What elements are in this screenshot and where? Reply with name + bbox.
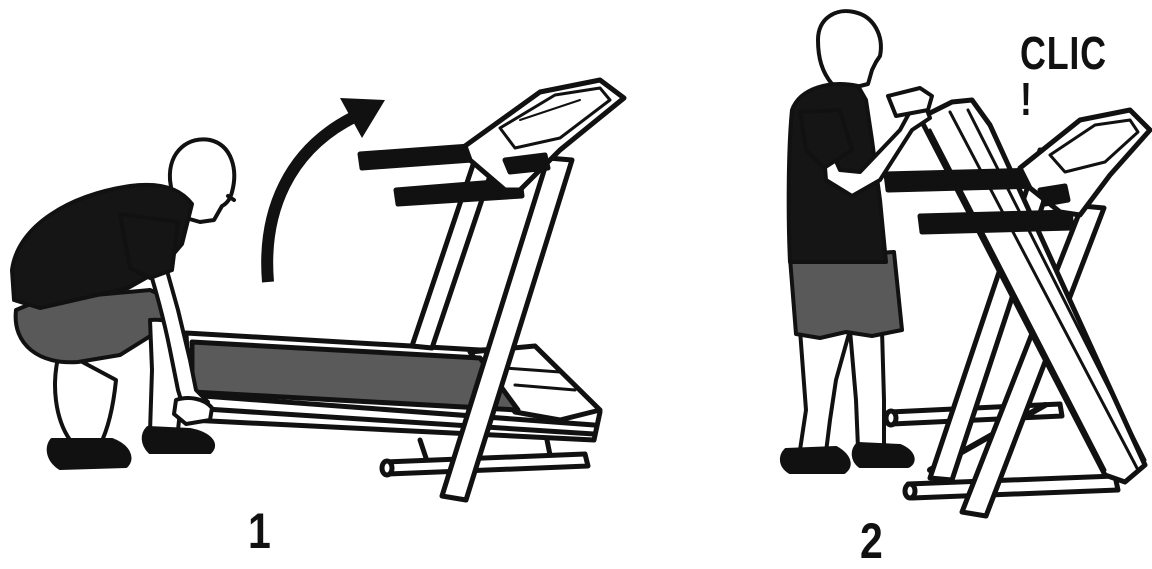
- head: [818, 11, 881, 88]
- step-1-panel: [12, 80, 624, 500]
- person-folding: [782, 11, 932, 472]
- back-leg: [55, 350, 116, 445]
- right-shoe: [144, 428, 213, 452]
- left-shoe: [49, 440, 130, 468]
- legs: [800, 330, 884, 452]
- right-shoe: [854, 444, 913, 466]
- shorts: [790, 252, 902, 338]
- lift-arrow-icon: [267, 98, 385, 282]
- clic-callout: CLIC !: [1020, 30, 1123, 122]
- hand: [174, 398, 212, 424]
- treadmill-unfolded: [186, 80, 624, 500]
- step-2-number: 2: [860, 516, 883, 566]
- step-1-number: 1: [248, 506, 271, 556]
- left-shoe: [782, 448, 849, 472]
- treadmill-folded: [886, 100, 1150, 516]
- sleeve: [120, 214, 178, 278]
- person-lifting: [12, 139, 234, 468]
- hand: [888, 88, 932, 116]
